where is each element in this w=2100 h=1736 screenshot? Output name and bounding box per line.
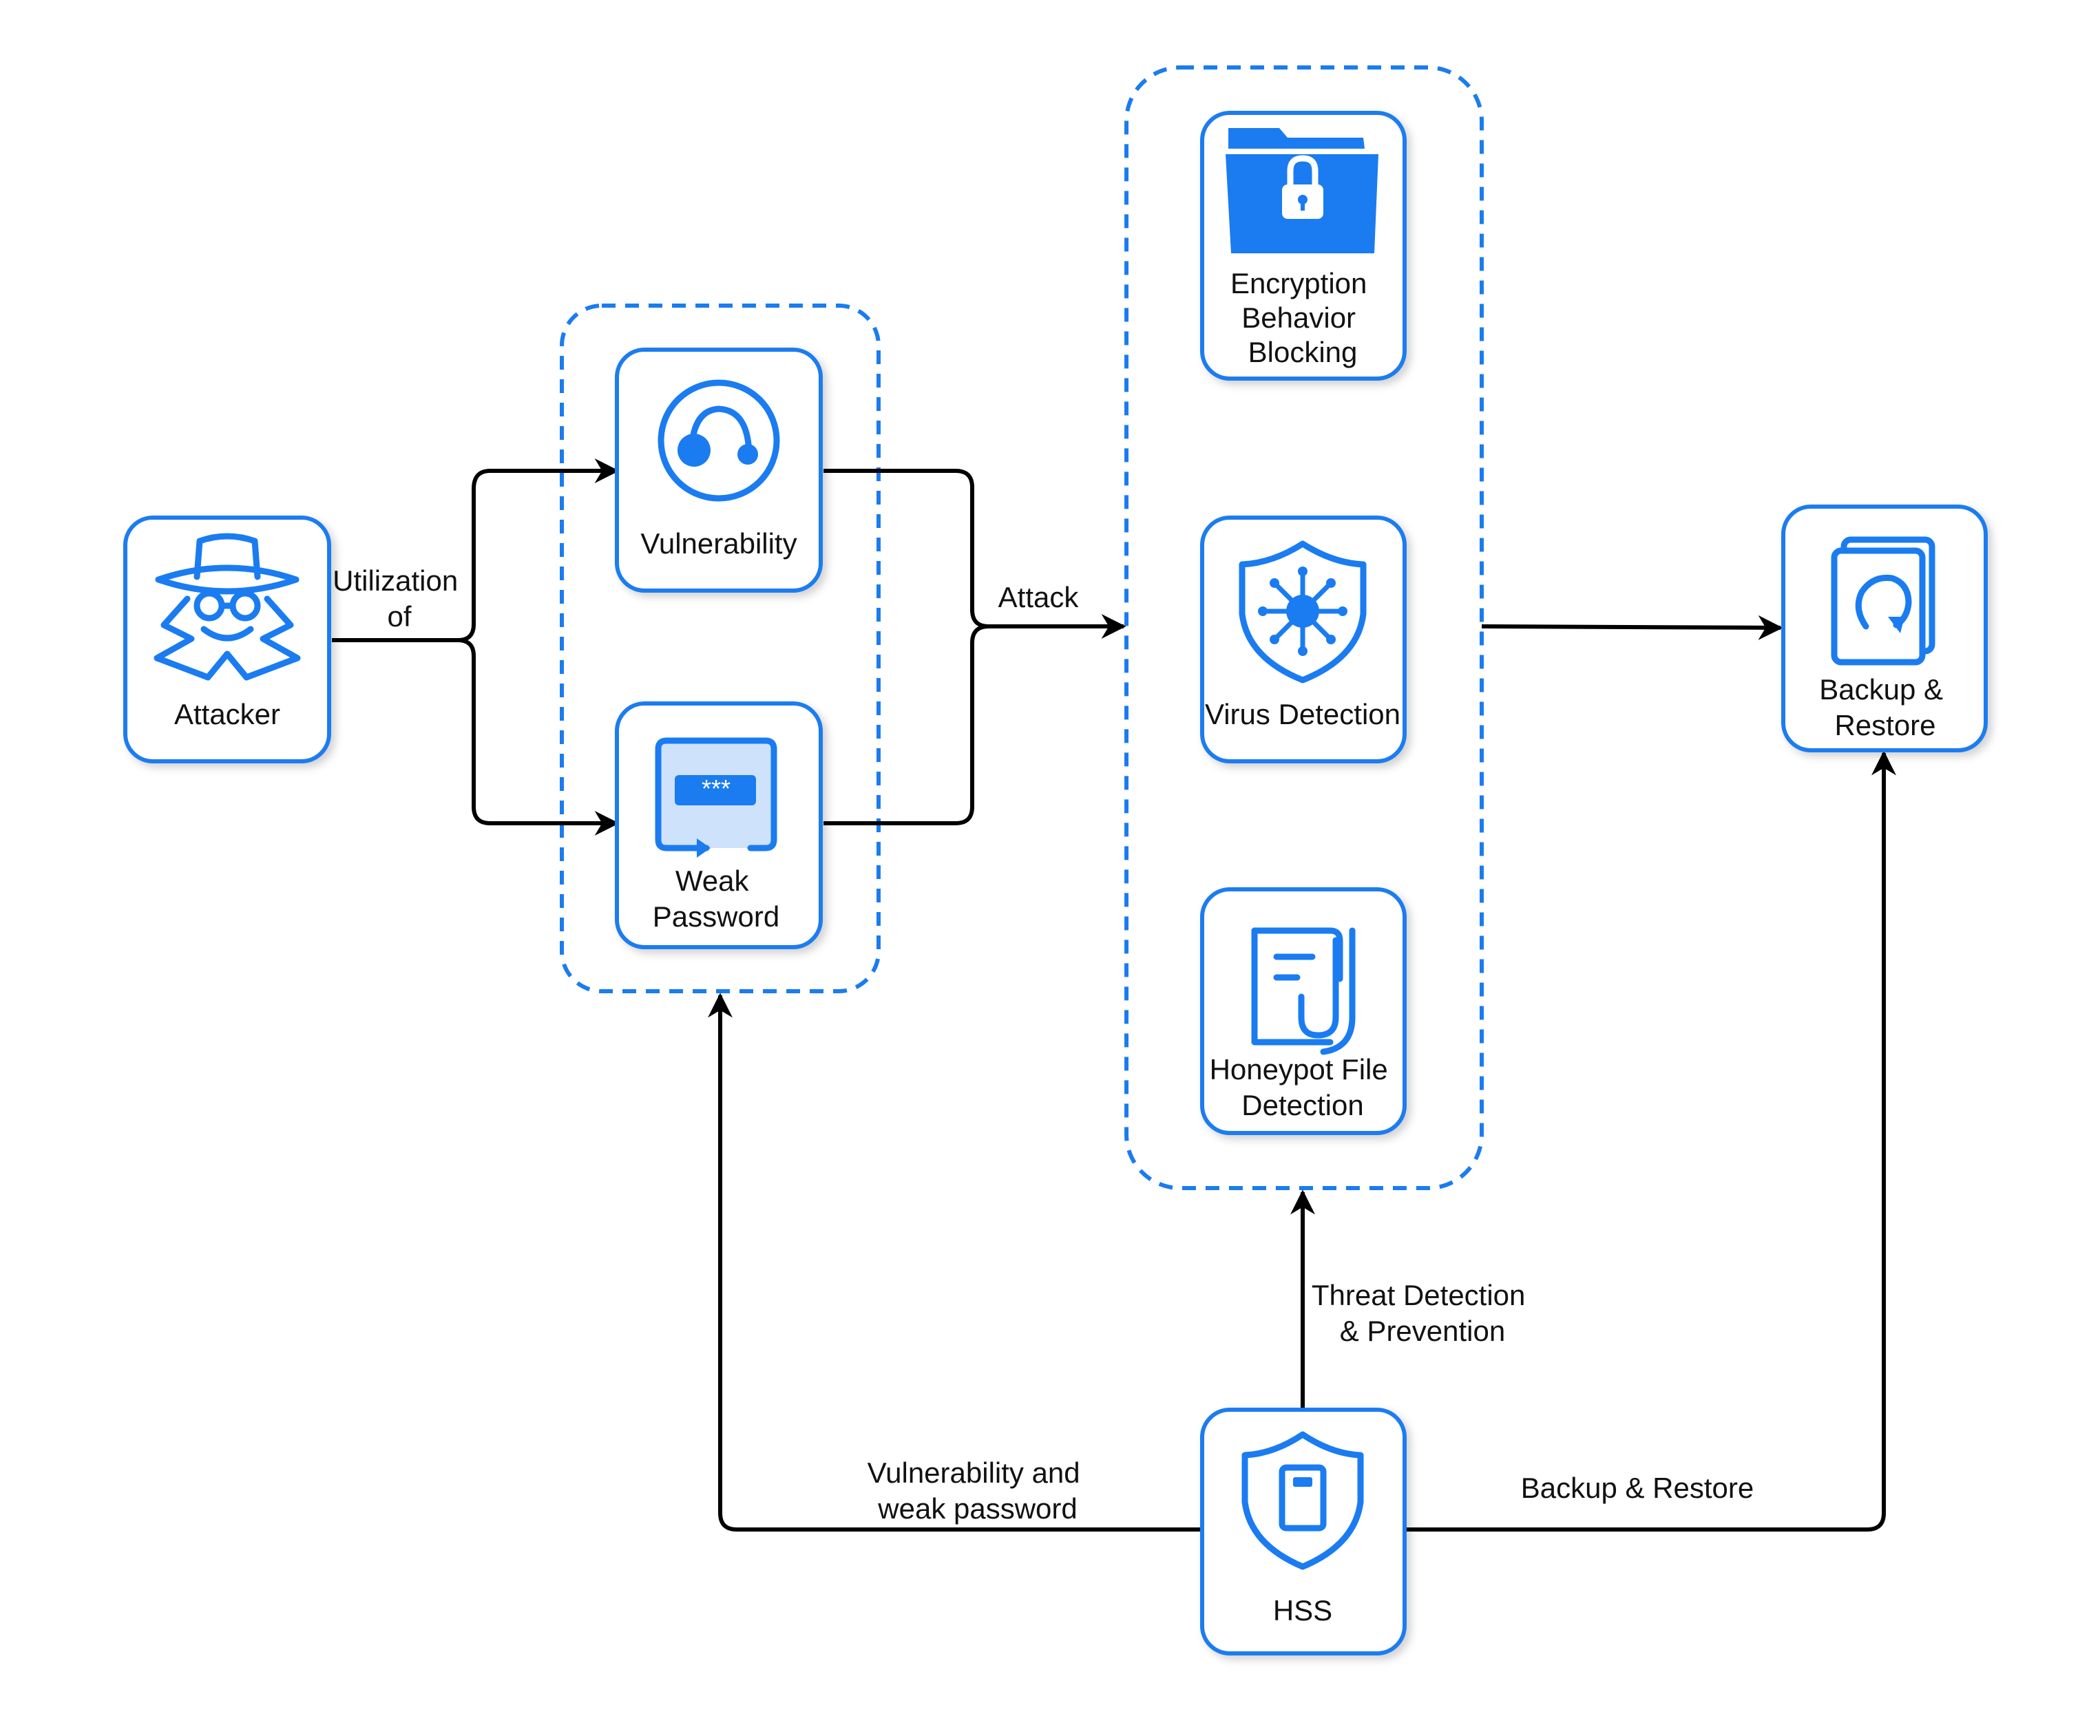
- edge-weak-password-to-attack: [823, 624, 989, 825]
- backup-restore-icon: [1831, 536, 1935, 666]
- spy-icon: [154, 533, 301, 681]
- edge-label-attack: Attack: [998, 581, 1080, 613]
- encryption-node[interactable]: Encryption Behavior Blocking: [1200, 111, 1407, 381]
- hss-node[interactable]: HSS: [1200, 1408, 1407, 1655]
- edge-vulnerability-to-attack: [823, 469, 1126, 639]
- hss-label: HSS: [1273, 1594, 1332, 1627]
- backup-label-line1: Backup &: [1819, 673, 1943, 706]
- virus-node[interactable]: Virus Detection: [1200, 516, 1407, 763]
- protection-group: [1124, 65, 1484, 1190]
- weak-password-node[interactable]: *** Weak Password: [615, 701, 823, 949]
- edge-label-utilization-line2: of: [387, 600, 411, 633]
- backup-label: Backup & Restore: [1819, 673, 1951, 741]
- backup-label-line2: Restore: [1834, 709, 1935, 741]
- exposure-group: [560, 304, 881, 993]
- edge-hss-to-exposure: [708, 993, 1202, 1532]
- edge-utilization-to-vulnerability: [332, 458, 620, 642]
- edge-protection-to-backup: [1481, 615, 1783, 640]
- weak-password-label-line1: Weak: [675, 865, 750, 897]
- virus-shield-icon: [1239, 540, 1367, 684]
- honeypot-label-line2: Detection: [1241, 1089, 1363, 1121]
- virus-label: Virus Detection: [1205, 698, 1400, 730]
- encryption-label-line1: Encryption: [1230, 267, 1367, 299]
- edge-label-threat-line2: & Prevention: [1340, 1315, 1505, 1347]
- vulnerability-label: Vulnerability: [640, 527, 797, 560]
- edge-label-utilization-line1: Utilization: [333, 564, 458, 597]
- honeypot-file-icon: [1251, 927, 1356, 1055]
- edge-label-vuln-weak-line1: Vulnerability and: [868, 1457, 1080, 1489]
- weak-password-label: Weak Password: [653, 865, 779, 933]
- edge-label-vuln-weak: Vulnerability and weak password: [868, 1457, 1089, 1525]
- bug-scan-icon: [658, 379, 780, 502]
- locked-folder-icon: [1226, 128, 1378, 253]
- edge-label-threat-line1: Threat Detection: [1312, 1279, 1526, 1311]
- attacker-node[interactable]: Attacker: [123, 516, 331, 763]
- edge-label-backup-restore: Backup & Restore: [1521, 1472, 1754, 1504]
- encryption-label: Encryption Behavior Blocking: [1230, 267, 1375, 368]
- password-icon: ***: [655, 737, 777, 858]
- weak-password-label-line2: Password: [653, 900, 779, 933]
- encryption-label-line3: Blocking: [1248, 336, 1358, 368]
- encryption-label-line2: Behavior: [1241, 301, 1356, 334]
- honeypot-label: Honeypot File Detection: [1210, 1053, 1396, 1121]
- backup-node[interactable]: Backup & Restore: [1781, 505, 1988, 752]
- edge-label-vuln-weak-line2: weak password: [877, 1492, 1077, 1525]
- edge-utilization-to-weak-password: [457, 638, 620, 836]
- honeypot-node[interactable]: Honeypot File Detection: [1200, 887, 1407, 1135]
- edge-hss-to-backup: [1405, 750, 1896, 1532]
- edges: [332, 458, 1896, 1532]
- vulnerability-node[interactable]: Vulnerability: [615, 348, 823, 593]
- attacker-label: Attacker: [174, 698, 280, 730]
- edge-label-threat: Threat Detection & Prevention: [1312, 1279, 1533, 1347]
- edge-label-utilization: Utilization of: [333, 564, 466, 633]
- hss-box: [1200, 1408, 1407, 1655]
- svg-text:***: ***: [702, 774, 731, 803]
- shield-icon: [1241, 1431, 1364, 1570]
- honeypot-label-line1: Honeypot File: [1210, 1053, 1388, 1086]
